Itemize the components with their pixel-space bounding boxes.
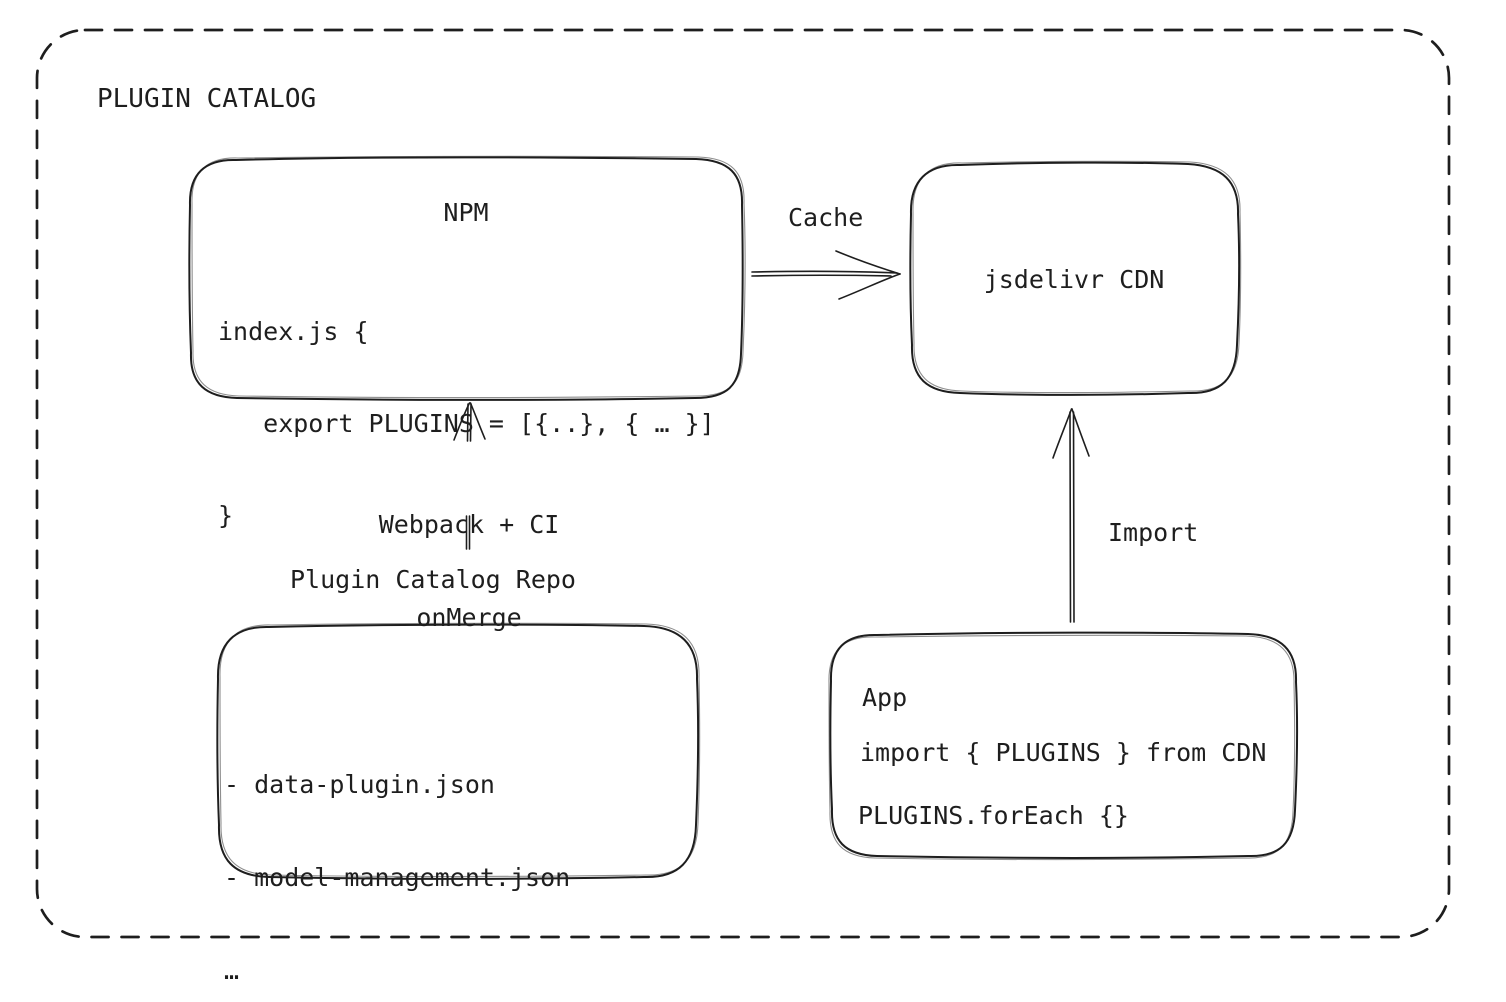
app-box-outline <box>828 631 1299 861</box>
npm-code-line: index.js { <box>218 317 369 346</box>
app-node-title: App <box>862 683 908 712</box>
build-arrow <box>453 402 486 550</box>
npm-node-title: NPM <box>443 198 489 227</box>
build-edge-label: Webpack + CI onMerge <box>319 448 619 694</box>
cache-edge-label: Cache <box>788 203 864 232</box>
cdn-node-title: jsdelivr CDN <box>983 265 1165 294</box>
cache-arrow <box>751 250 901 300</box>
cdn-box-outline <box>909 160 1242 396</box>
npm-code-line: } <box>218 501 234 530</box>
repo-node-title: Plugin Catalog Repo <box>290 565 576 594</box>
repo-file-item: - data-plugin.json <box>224 770 495 799</box>
repo-file-item: … <box>224 956 240 985</box>
npm-box-outline <box>188 155 746 401</box>
repo-box-outline <box>216 622 701 880</box>
build-edge-label-line: Webpack + CI <box>378 510 560 539</box>
build-edge-label-line: onMerge <box>416 603 522 632</box>
npm-code-line: export PLUGINS = [{..}, { … }] <box>218 409 715 438</box>
import-edge-label: Import <box>1108 518 1199 547</box>
repo-file-item: - model-management.json <box>224 863 571 892</box>
app-code-line: import { PLUGINS } from CDN <box>860 738 1267 767</box>
npm-code-block: index.js { export PLUGINS = [{..}, { … }… <box>218 256 715 592</box>
import-arrow <box>1052 408 1090 623</box>
app-code-line: PLUGINS.forEach {} <box>858 801 1129 830</box>
repo-file-list: - data-plugin.json - model-management.js… <box>224 708 570 1002</box>
diagram-title: PLUGIN CATALOG <box>97 84 317 114</box>
